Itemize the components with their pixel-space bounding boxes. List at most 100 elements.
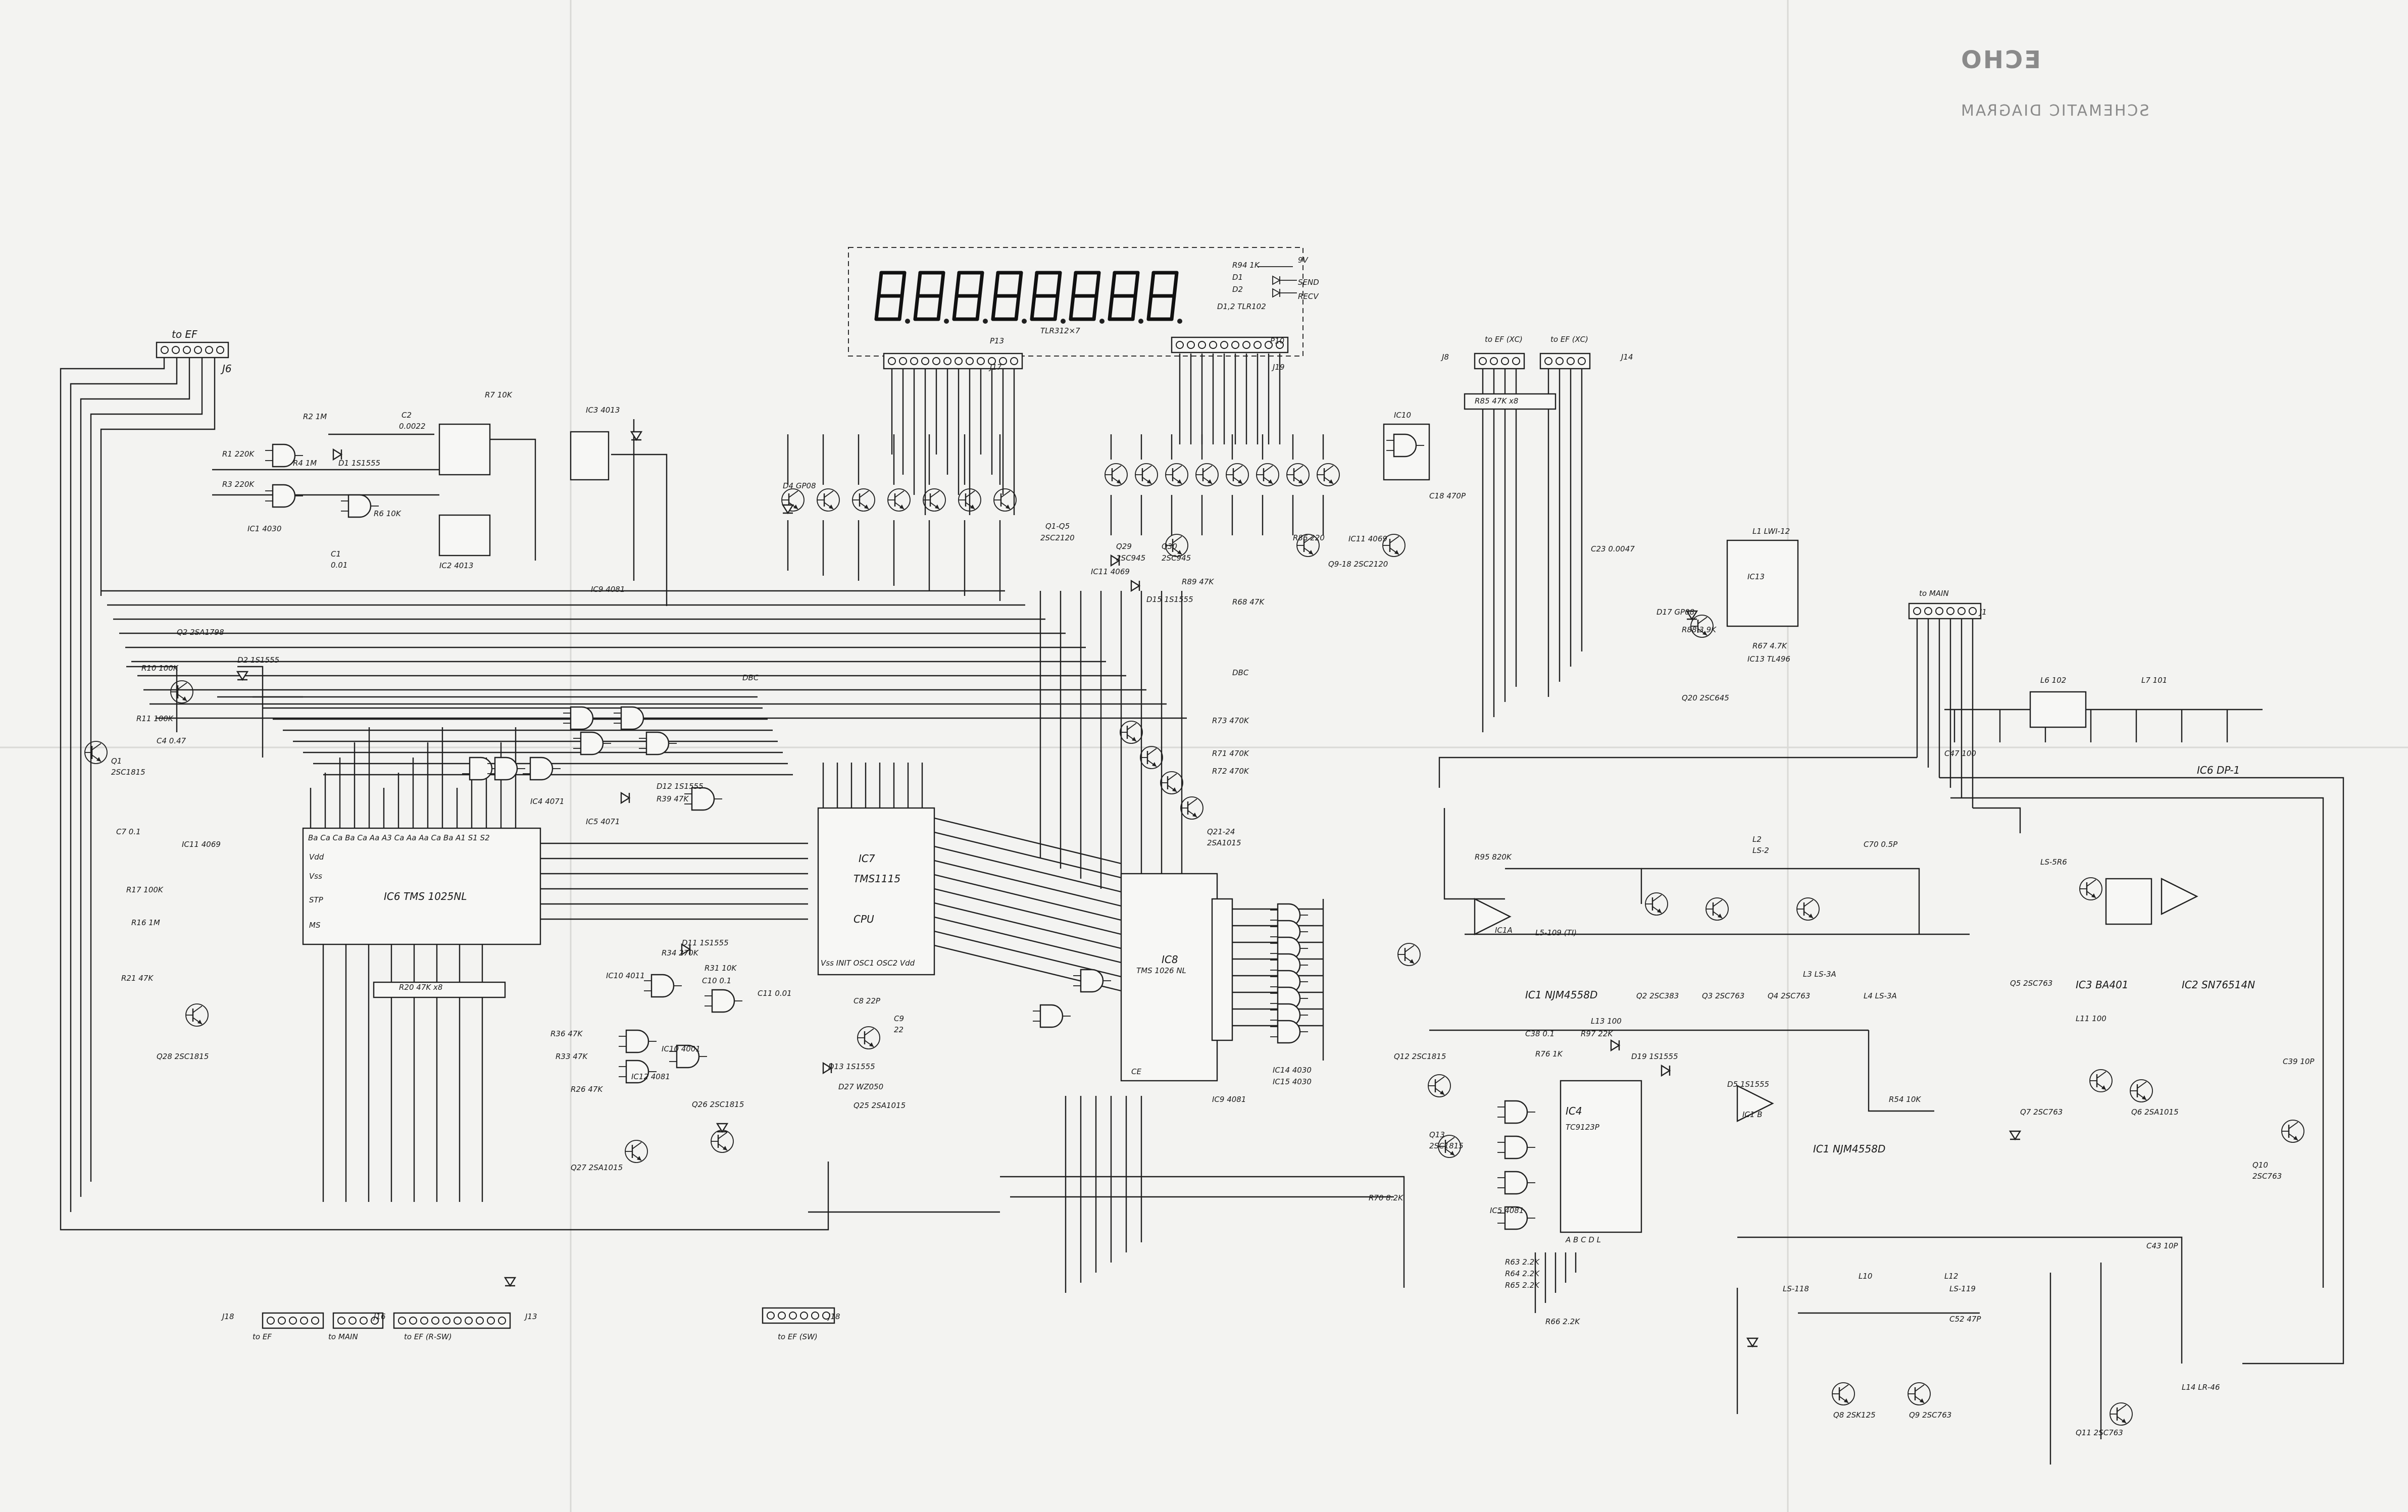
diode-symbol [781, 504, 794, 515]
ic-blocks [302, 393, 2152, 1233]
npn-transistor-symbol [1705, 897, 1729, 921]
ic2-4013-upper [438, 423, 491, 476]
c1-val-label: 0.01 [331, 561, 348, 570]
npn-transistor-symbol [1256, 463, 1279, 486]
diode-symbol [1685, 610, 1698, 621]
diode-symbol [681, 943, 691, 956]
ic11-label: IC11 4069 [1348, 534, 1387, 543]
c4-label: C4 0.47 [157, 736, 186, 745]
j1-right-loop [1939, 777, 2344, 1365]
logic-gate-symbol [1073, 969, 1111, 993]
j1-header [1908, 602, 1982, 620]
l13-label: L13 100 [1591, 1017, 1622, 1026]
logic-gate-symbol [265, 443, 303, 468]
seven-segment-digit [874, 271, 910, 324]
p10-label: P10 [1270, 336, 1285, 345]
diode-symbol [620, 791, 631, 804]
r2-label: R2 1M [303, 412, 327, 421]
npn-transistor-symbol [1690, 615, 1714, 638]
p10-header [1171, 336, 1289, 354]
q9-label: Q9 2SC763 [1909, 1410, 1952, 1420]
ic1-part-a-label: IC1 NJM4558D [1525, 989, 1598, 1001]
logic-gate-symbol [1497, 1135, 1535, 1160]
q27-label: Q27 2SA1015 [571, 1163, 623, 1172]
l5-label: L5-109 (TI) [1535, 928, 1577, 937]
q29-part-label: 2SC945 [1116, 553, 1146, 563]
logic-gate-symbol [1497, 1100, 1535, 1124]
c7-label: C7 0.1 [116, 827, 141, 836]
seven-segment-digit [952, 271, 988, 324]
ls118-label: LS-118 [1783, 1284, 1809, 1293]
p13-label: P13 [990, 336, 1005, 345]
ic8-label: IC8 [1162, 953, 1178, 966]
ic7-bottom-pins: Vss INIT OSC1 OSC2 Vdd [821, 959, 915, 968]
ic4-part-label: TC9123P [1566, 1123, 1599, 1132]
q8-label: Q8 2SK125 [1833, 1410, 1876, 1420]
logic-gate-symbol [523, 757, 561, 781]
diode-symbol [716, 1123, 729, 1133]
seven-segment-digit [1146, 271, 1182, 324]
npn-transistor-symbol [1105, 463, 1128, 486]
r68-label: R68 47K [1232, 597, 1265, 607]
q1-label: Q1 [111, 757, 122, 766]
q2-left [126, 666, 178, 732]
bus-5 [100, 354, 216, 596]
npn-transistor-symbol [1296, 534, 1320, 557]
npn-transistor-symbol [1645, 892, 1668, 916]
npn-transistor-symbol [781, 488, 805, 512]
q30-label: Q30 [1162, 542, 1177, 551]
npn-transistor-symbol [1140, 746, 1163, 769]
npn-transistor-symbol [958, 488, 981, 512]
npn-transistor-symbol [1160, 771, 1183, 794]
r66-label: R66 2.2K [1545, 1317, 1580, 1326]
j13-label: J13 [525, 1312, 537, 1321]
npn-transistor-symbol [1832, 1382, 1855, 1405]
npn-transistor-symbol [1796, 897, 1820, 921]
ic6-dp1-body [2029, 691, 2087, 728]
logic-gate-symbol [639, 731, 677, 755]
q1-part-label: 2SC1815 [111, 768, 145, 777]
npn-transistor-symbol [1317, 463, 1340, 486]
j16-header [332, 1312, 384, 1329]
ic6-top-pins: Ba Ca Ca Ba Ca Aa A3 Ca Aa Aa Ca Ba A1 S… [308, 833, 490, 842]
r17-label: R17 100K [126, 885, 163, 894]
c9-label: C9 [894, 1014, 905, 1023]
d11-label: D11 1S1555 [682, 938, 729, 947]
j17-label: J17 [990, 363, 1002, 372]
ic2-4013-label: IC2 4013 [439, 561, 474, 570]
ic9b-label: IC9 4081 [1212, 1095, 1246, 1104]
ic10-4011-label: IC10 4011 [606, 971, 645, 980]
ic5-label: IC5 4081 [1490, 1206, 1524, 1215]
q5-label: Q5 2SC763 [2010, 979, 2053, 988]
d5-label: D5 1S1555 [1727, 1080, 1770, 1089]
q30-part-label: 2SC945 [1162, 553, 1191, 563]
l2-part-label: LS-2 [1752, 846, 1769, 855]
ic11b-label: IC11 4069 [1091, 567, 1130, 576]
npn-transistor-symbol [2089, 1069, 2113, 1092]
q21-24-part-label: 2SA1015 [1207, 838, 1241, 847]
npn-transistor-symbol [857, 1026, 880, 1049]
j16-to-label: to MAIN [328, 1332, 358, 1341]
npn-transistor-symbol [1165, 534, 1188, 557]
npn-transistor-symbol [2130, 1079, 2153, 1102]
logic-gate-symbol [619, 1029, 657, 1053]
npn-transistor-symbol [817, 488, 840, 512]
q13-label: Q13 [1429, 1130, 1445, 1139]
npn-transistor-symbol [1908, 1382, 1931, 1405]
seven-segment-digit [913, 271, 949, 324]
l12-label: L12 [1944, 1272, 1959, 1281]
r72-label: R72 470K [1212, 767, 1249, 776]
r7-label: R7 10K [485, 390, 512, 399]
seven-segment-digit [1108, 271, 1143, 324]
logic-gate-symbol [265, 484, 303, 508]
logic-gate-symbol [563, 706, 601, 730]
ic4-label: IC4 [1566, 1105, 1582, 1117]
bus-2 [70, 354, 178, 1212]
logic-gate-symbol [1497, 1171, 1535, 1195]
r88-label: R88 3.9K [1682, 625, 1716, 634]
r1-label: R1 220K [222, 449, 255, 459]
ic6-vss-pin: Vss [309, 872, 322, 881]
ic1b-label: IC1 B [1742, 1110, 1763, 1119]
ic14-label: IC14 4030 [1273, 1066, 1312, 1075]
j18b-to-label: to EF (SW) [778, 1332, 818, 1341]
